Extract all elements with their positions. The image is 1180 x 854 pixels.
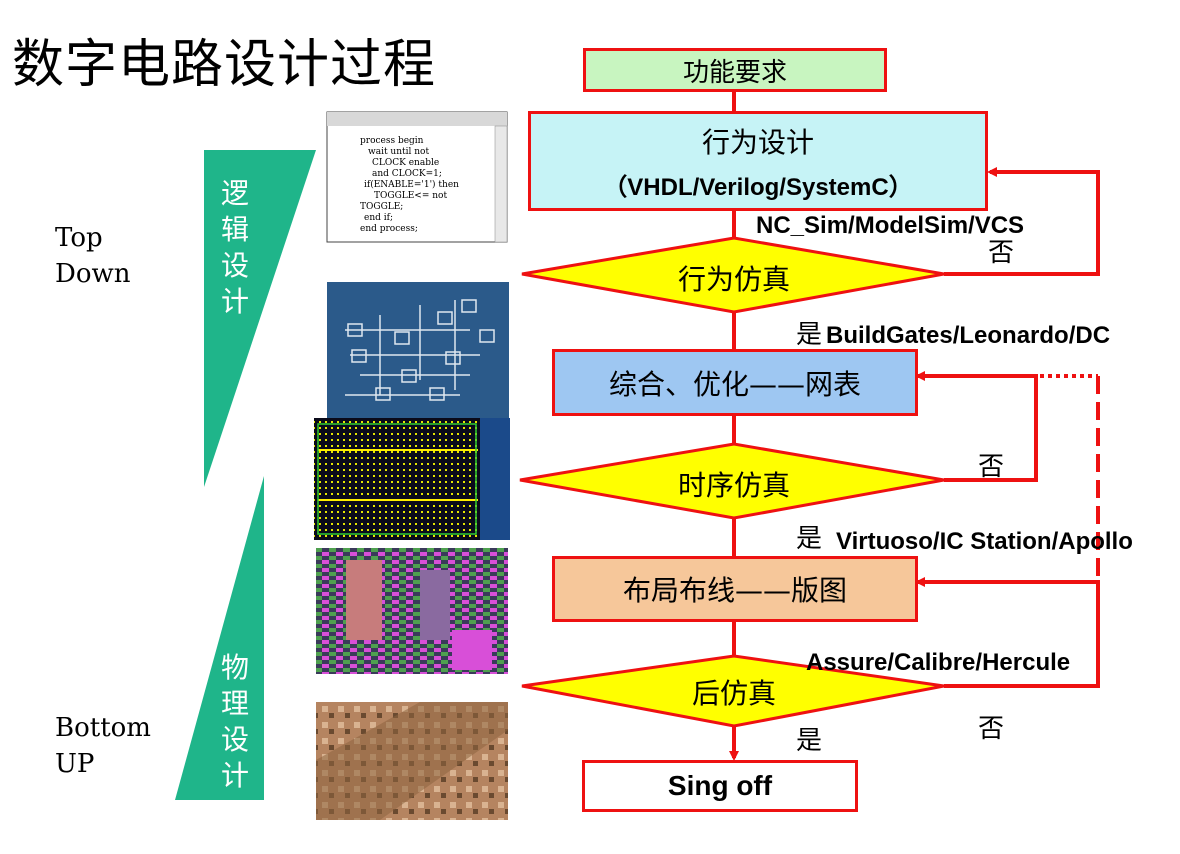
logic-design-label: 逻 辑 设 计 [218,176,252,320]
code-line: end process; [360,224,418,234]
behavior-sim-diamond [521,236,945,314]
logic-char: 逻 [220,177,249,210]
layout-thumbnail [316,548,508,674]
code-line: process begin [360,136,424,146]
timing-sim-label: 时序仿真 [677,469,790,502]
physical-char: 物 [220,651,249,684]
requirements-box: 功能要求 [583,48,887,92]
chip-photo-thumbnail [316,702,508,820]
verify-tools-label: Assure/Calibre/Hercule [806,649,1071,676]
logic-char: 辑 [220,213,249,246]
post-sim-label: 后仿真 [691,677,776,710]
logic-char: 计 [220,285,249,318]
code-editor-thumbnail [326,111,508,243]
synthesis-box: 综合、优化——网表 [552,349,918,416]
up-label: UP [55,749,95,779]
physical-char: 理 [220,687,249,720]
top-label: Top [55,223,103,253]
code-snippet: process begin wait until not CLOCK enabl… [360,136,490,235]
physical-design-label: 物 理 设 计 [218,650,252,794]
behavior-design-box: 行为设计 （VHDL/Verilog/SystemC） [528,111,988,211]
top-down-label: Top Down [55,220,131,292]
behavior-design-title: 行为设计 [701,125,814,159]
yes-label-behavior: 是 [796,320,823,350]
code-line: TOGGLE<= not [374,191,448,201]
bottom-up-label: Bottom UP [55,710,151,782]
timing-sim-diamond [519,442,945,520]
layout-tools-label: Virtuoso/IC Station/Apollo [836,528,1133,555]
code-line: TOGGLE; [360,202,404,212]
sim-tools-label: NC_Sim/ModelSim/VCS [756,212,1025,239]
post-sim-diamond [521,654,945,728]
code-line: CLOCK enable [372,158,440,168]
signoff-box: Sing off [582,760,858,812]
behavior-sim-label: 行为仿真 [677,263,790,296]
yes-label-timing: 是 [796,524,823,554]
physical-char: 计 [220,759,249,792]
page-title: 数字电路设计过程 [12,35,437,95]
behavior-design-languages: （VHDL/Verilog/SystemC） [603,173,913,201]
logic-char: 设 [220,249,249,282]
logic-design-wedge [204,150,316,487]
code-line: wait until not [368,147,430,157]
layout-box: 布局布线——版图 [552,556,918,622]
no-label-timing: 否 [978,452,1005,482]
no-label-post: 否 [978,714,1005,744]
schematic-thumbnail [327,282,509,422]
no-label-behavior: 否 [988,238,1015,268]
code-line: end if; [364,213,393,223]
yes-label-post: 是 [796,726,823,756]
bottom-label: Bottom [55,713,151,743]
physical-design-wedge [175,476,264,800]
timing-waveform-thumbnail [314,418,510,540]
down-label: Down [55,259,131,289]
code-line: if(ENABLE='1') then [364,180,459,190]
synth-tools-label: BuildGates/Leonardo/DC [826,322,1111,349]
code-line: and CLOCK=1; [372,169,442,179]
physical-char: 设 [220,723,249,756]
